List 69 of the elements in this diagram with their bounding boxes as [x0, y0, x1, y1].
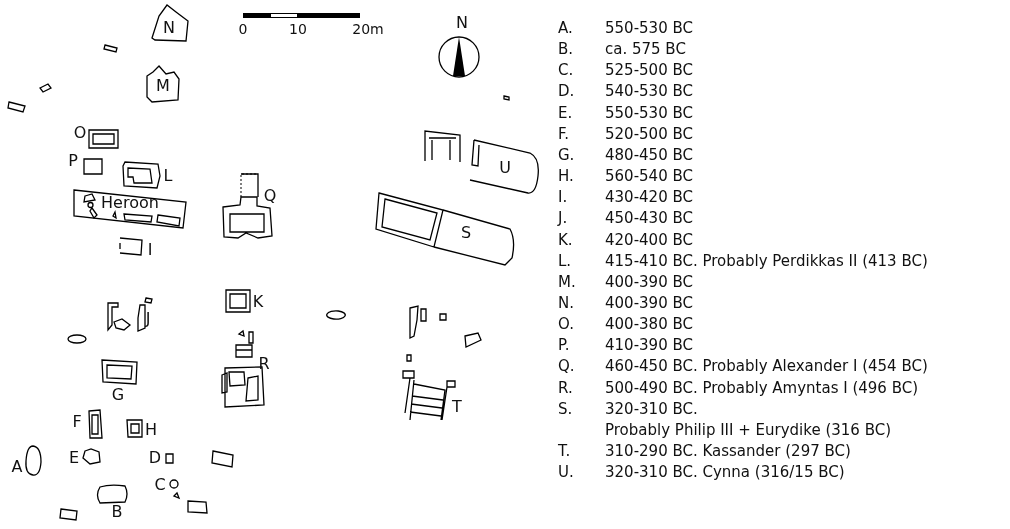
- date-text: 400-380 BC: [605, 317, 693, 333]
- scale-label: 0: [238, 22, 248, 36]
- date-text: 430-420 BC: [605, 190, 693, 206]
- list-letter: I.: [558, 190, 568, 206]
- tomb-letter: K: [252, 294, 264, 310]
- tomb-letter: J: [145, 311, 151, 327]
- list-letter: B.: [558, 42, 574, 58]
- tomb-letter: S: [460, 225, 472, 241]
- date-text: Probably Philip III + Eurydike (316 BC): [605, 422, 892, 438]
- date-text: 500-490 BC. Probably Amyntas I (496 BC): [605, 380, 919, 396]
- list-letter: O.: [558, 317, 574, 333]
- date-text: 410-390 BC: [605, 338, 693, 354]
- date-text: 550-530 BC: [605, 105, 693, 121]
- list-letter: J.: [558, 211, 568, 227]
- date-text: 400-390 BC: [605, 274, 693, 290]
- tomb-letter: E: [68, 450, 80, 466]
- scale-label: 10: [289, 22, 307, 36]
- date-text: 550-530 BC: [605, 21, 693, 36]
- scale-label: 20m: [352, 22, 384, 36]
- list-letter: E.: [558, 105, 573, 121]
- tomb-label: N: [163, 20, 175, 36]
- list-letter: D.: [558, 84, 575, 100]
- tomb-letter: Q: [263, 188, 277, 204]
- date-text: 320-310 BC.: [605, 401, 698, 417]
- list-letter: L.: [558, 253, 572, 269]
- date-text: 560-540 BC: [605, 169, 693, 185]
- tomb-letter: F: [72, 414, 82, 430]
- date-text: 525-500 BC: [605, 63, 693, 79]
- tomb-letter: U: [499, 160, 511, 176]
- date-text: 420-400 BC: [605, 232, 693, 248]
- tomb-letter: P: [68, 153, 78, 169]
- date-text: ca. 575 BC: [605, 42, 686, 58]
- tomb-letter: H: [145, 422, 157, 438]
- list-letter: F.: [558, 126, 569, 142]
- tomb-letter: O: [73, 125, 87, 141]
- tomb-letter: L: [163, 168, 173, 184]
- tomb-letter: A: [11, 459, 23, 475]
- date-text: 450-430 BC: [605, 211, 693, 227]
- date-text: 540-530 BC: [605, 84, 693, 100]
- list-letter: S.: [558, 401, 573, 417]
- list-letter: T.: [558, 444, 571, 459]
- list-letter: M.: [558, 274, 576, 290]
- list-letter: U.: [558, 465, 574, 481]
- date-text: 400-390 BC: [605, 295, 693, 311]
- tomb-letter: D: [148, 450, 162, 466]
- north-label: N: [456, 15, 468, 31]
- list-letter: A.: [558, 21, 573, 36]
- date-text: 310-290 BC. Kassander (297 BC): [605, 444, 851, 459]
- tomb-letter: G: [111, 387, 125, 403]
- date-text: 520-500 BC: [605, 126, 693, 142]
- tomb-letter: I: [147, 242, 153, 258]
- date-text: 415-410 BC. Probably Perdikkas II (413 BC): [605, 253, 928, 269]
- list-letter: R.: [558, 380, 573, 396]
- list-letter: N.: [558, 295, 574, 311]
- date-text: 480-450 BC: [605, 147, 693, 163]
- date-text: 320-310 BC. Cynna (316/15 BC): [605, 465, 845, 481]
- tomb-label: M: [156, 78, 170, 94]
- tomb-letter: B: [111, 504, 123, 520]
- tomb-label: Heroon: [101, 195, 159, 211]
- tomb-letter: R: [258, 356, 270, 372]
- list-letter: G.: [558, 147, 575, 163]
- date-text: 460-450 BC. Probably Alexander I (454 BC): [605, 359, 928, 375]
- list-letter: K.: [558, 232, 573, 248]
- tomb-letter: C: [154, 477, 166, 493]
- list-letter: C.: [558, 63, 574, 79]
- list-letter: Q.: [558, 359, 575, 375]
- list-letter: H.: [558, 169, 574, 185]
- tomb-letter: T: [452, 399, 462, 415]
- list-letter: P.: [558, 338, 570, 354]
